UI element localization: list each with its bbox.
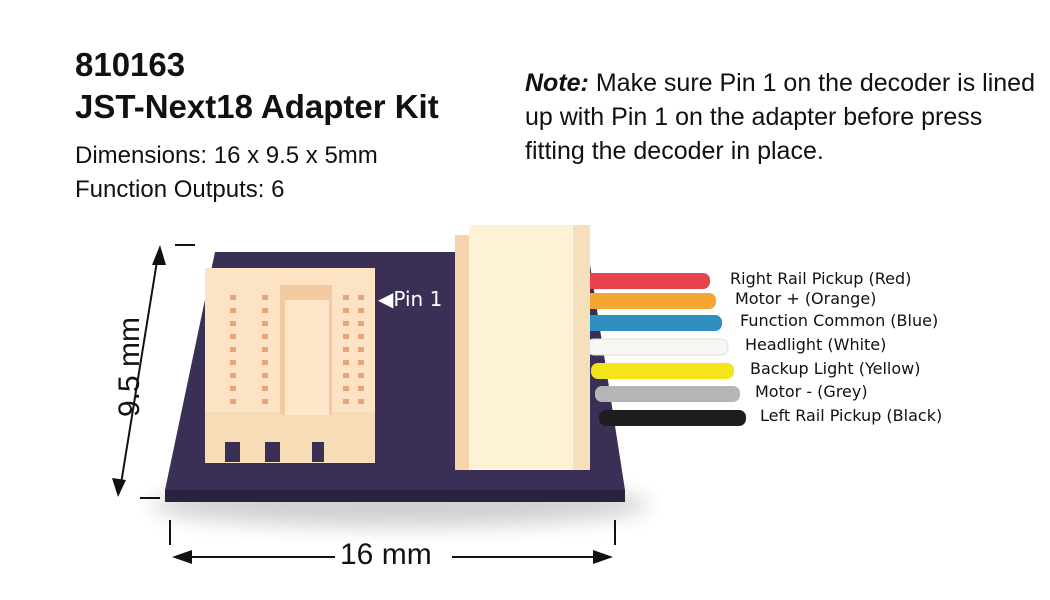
pin-hole bbox=[262, 360, 268, 365]
pin-hole bbox=[230, 308, 236, 313]
pin-hole bbox=[358, 386, 364, 391]
wire-4 bbox=[591, 363, 734, 379]
note-text: Make sure Pin 1 on the decoder is lined … bbox=[525, 69, 1035, 165]
pin-hole bbox=[343, 321, 349, 326]
pin-hole bbox=[262, 386, 268, 391]
pin-hole bbox=[358, 399, 364, 404]
wire-group bbox=[575, 273, 746, 426]
wire-0 bbox=[575, 273, 710, 289]
dimension-arrowheads bbox=[112, 245, 613, 564]
pin-hole bbox=[230, 347, 236, 352]
pin-hole bbox=[343, 295, 349, 300]
pin1-label: ◀Pin 1 bbox=[378, 287, 442, 311]
wire-label: Function Common (Blue) bbox=[740, 311, 939, 330]
pin-hole bbox=[343, 373, 349, 378]
pin-hole bbox=[358, 373, 364, 378]
pin-hole bbox=[230, 321, 236, 326]
note: Note: Make sure Pin 1 on the decoder is … bbox=[525, 66, 1045, 168]
pin-hole bbox=[358, 360, 364, 365]
note-label: Note: bbox=[525, 69, 589, 97]
pin-hole bbox=[262, 334, 268, 339]
wire-label: Backup Light (Yellow) bbox=[750, 359, 921, 378]
pcb-edge bbox=[165, 490, 625, 502]
pin-hole bbox=[343, 334, 349, 339]
pin-hole bbox=[230, 386, 236, 391]
wire-3 bbox=[586, 338, 729, 356]
jst-connector bbox=[455, 225, 590, 470]
width-dimension-label: 16 mm bbox=[340, 538, 432, 571]
pin-hole bbox=[230, 334, 236, 339]
pin-hole bbox=[230, 360, 236, 365]
wire-6 bbox=[599, 410, 746, 426]
pin-hole bbox=[343, 360, 349, 365]
wire-2 bbox=[583, 315, 722, 331]
pin-hole bbox=[358, 295, 364, 300]
pin-hole bbox=[262, 399, 268, 404]
wire-5 bbox=[595, 386, 740, 402]
pin-hole bbox=[358, 308, 364, 313]
wire-label: Headlight (White) bbox=[745, 335, 887, 354]
pin-hole bbox=[343, 399, 349, 404]
pin-hole bbox=[343, 347, 349, 352]
pin-hole bbox=[343, 308, 349, 313]
dimensions-spec: Dimensions: 16 x 9.5 x 5mm bbox=[75, 142, 378, 169]
copyright-text: ©2022 bbox=[178, 262, 193, 308]
next18-socket bbox=[205, 268, 375, 463]
height-dimension-label: 9.5 mm bbox=[113, 316, 146, 418]
pin-hole bbox=[262, 295, 268, 300]
pin-hole bbox=[262, 321, 268, 326]
product-number: 810163 bbox=[75, 46, 186, 83]
pin-hole bbox=[230, 399, 236, 404]
pin-hole bbox=[358, 321, 364, 326]
pin-hole bbox=[358, 334, 364, 339]
pin-hole bbox=[262, 373, 268, 378]
pin-hole bbox=[262, 308, 268, 313]
dimension-lines bbox=[119, 244, 616, 558]
wire-label: Motor - (Grey) bbox=[755, 382, 868, 401]
pin-hole bbox=[358, 347, 364, 352]
pin-hole bbox=[343, 386, 349, 391]
wire-label: Motor + (Orange) bbox=[735, 289, 877, 308]
pin-hole bbox=[230, 295, 236, 300]
product-name: JST-Next18 Adapter Kit bbox=[75, 88, 439, 125]
pin-hole bbox=[230, 373, 236, 378]
function-outputs-spec: Function Outputs: 6 bbox=[75, 176, 285, 203]
wire-1 bbox=[579, 293, 716, 309]
pin-hole bbox=[262, 347, 268, 352]
wire-label: Left Rail Pickup (Black) bbox=[760, 406, 943, 425]
wire-label: Right Rail Pickup (Red) bbox=[730, 269, 912, 288]
